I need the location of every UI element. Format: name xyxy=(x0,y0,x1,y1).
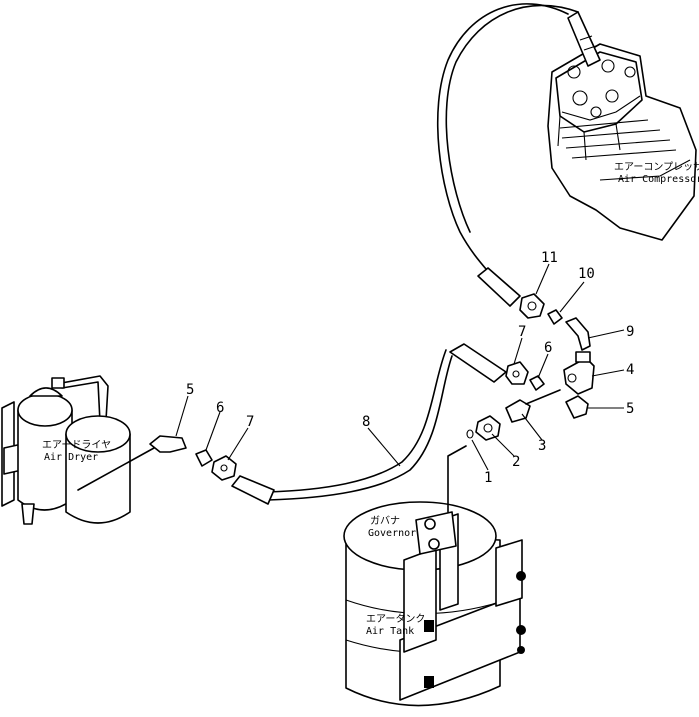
compressor-discharge-line xyxy=(436,3,569,287)
air-dryer-label-jp: エアードライヤ xyxy=(42,439,111,451)
air-tank-label-jp: エアータンク xyxy=(366,613,425,625)
leader-lines xyxy=(175,263,625,471)
air-dryer-label-en: Air Dryer xyxy=(44,452,98,463)
callout-7-right: 7 xyxy=(518,324,526,340)
governor-label-jp: ガバナ xyxy=(370,515,400,527)
air-compressor-label-jp: エアーコンプレッサ xyxy=(614,161,699,173)
callout-1: 1 xyxy=(484,470,492,486)
air-compressor-label-en: Air Compressor xyxy=(618,174,699,185)
fittings-right xyxy=(466,293,595,441)
callout-4: 4 xyxy=(626,362,634,378)
callout-8: 8 xyxy=(362,414,370,430)
hose-8-line xyxy=(267,355,453,501)
callout-6-left: 6 xyxy=(216,400,224,416)
callout-2: 2 xyxy=(512,454,520,470)
governor-label-en: Governor xyxy=(368,528,416,539)
callout-6-right: 6 xyxy=(544,340,552,356)
callout-7-left: 7 xyxy=(246,414,254,430)
callout-5-left: 5 xyxy=(186,382,194,398)
air-compressor-drawing xyxy=(547,11,697,241)
callout-9: 9 xyxy=(626,324,634,340)
fittings-left xyxy=(149,435,237,481)
air-dryer-drawing xyxy=(1,375,155,525)
callout-3: 3 xyxy=(538,438,546,454)
callout-5-right: 5 xyxy=(626,401,634,417)
air-tank-label-en: Air Tank xyxy=(366,626,414,637)
callout-10: 10 xyxy=(578,266,595,282)
air-tank-drawing xyxy=(343,445,526,707)
callout-11: 11 xyxy=(541,250,558,266)
